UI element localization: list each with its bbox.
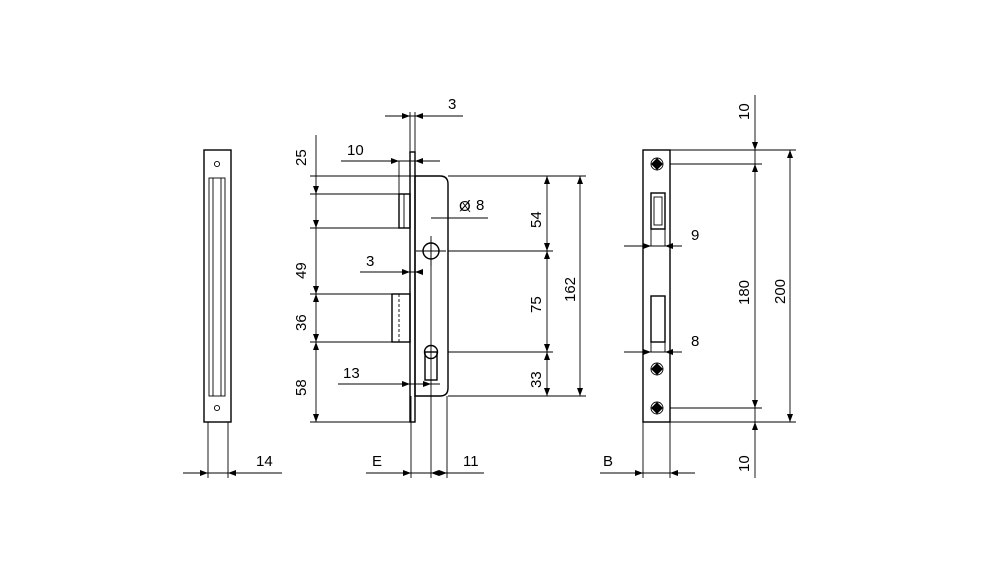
dim-e: E bbox=[372, 453, 382, 470]
dim-33: 33 bbox=[528, 371, 545, 388]
dim-49: 49 bbox=[293, 262, 310, 279]
faceplate-outline bbox=[642, 149, 671, 423]
inner-height-dim: 180 bbox=[736, 280, 753, 305]
dead-bolt bbox=[391, 293, 411, 343]
faceplate-view: 9 8 10 180 10 200 B bbox=[600, 95, 796, 478]
bolt-opening bbox=[650, 295, 666, 343]
front-lock-case bbox=[414, 175, 449, 397]
dim-11: 11 bbox=[463, 453, 479, 470]
dim-75: 75 bbox=[528, 296, 545, 313]
backset-top-dim: 3 bbox=[448, 96, 456, 113]
dim-58: 58 bbox=[293, 379, 310, 396]
side-faceplate-outline bbox=[203, 149, 232, 423]
side-width-dim: 14 bbox=[256, 453, 273, 470]
dim-162: 162 bbox=[562, 277, 579, 302]
top-offset-dim: 10 bbox=[736, 103, 753, 120]
side-screw-hole-bottom bbox=[213, 404, 221, 412]
latch-opening bbox=[650, 192, 666, 230]
bolt-offset-dim: 3 bbox=[366, 253, 374, 270]
bottom-offset-dim: 10 bbox=[736, 455, 753, 472]
cylinder-offset-dim: 13 bbox=[343, 365, 360, 382]
dim-25: 25 bbox=[293, 149, 310, 166]
dim-36: 36 bbox=[293, 314, 310, 331]
spindle-dim: 8 bbox=[476, 197, 484, 214]
side-lock-body bbox=[208, 177, 226, 397]
side-view: 14 bbox=[183, 149, 282, 478]
outer-height-dim: 200 bbox=[772, 279, 789, 304]
latch-bolt bbox=[398, 193, 411, 229]
front-view: 3 10 25 49 36 58 3 13 bbox=[293, 96, 586, 478]
faceplate-width-dim: B bbox=[603, 453, 613, 470]
dim-54: 54 bbox=[528, 211, 545, 228]
front-faceplate bbox=[409, 151, 416, 423]
screw-hole-top-icon bbox=[650, 157, 664, 171]
spindle-symbol: Ø bbox=[459, 198, 471, 215]
latch-depth-dim: 10 bbox=[347, 142, 364, 159]
screw-hole-bottom-icon bbox=[650, 401, 664, 415]
latch-width-dim: 9 bbox=[691, 227, 699, 244]
bolt-width-dim: 8 bbox=[691, 333, 699, 350]
side-screw-hole-top bbox=[213, 160, 221, 168]
screw-hole-middle-icon bbox=[650, 362, 664, 376]
